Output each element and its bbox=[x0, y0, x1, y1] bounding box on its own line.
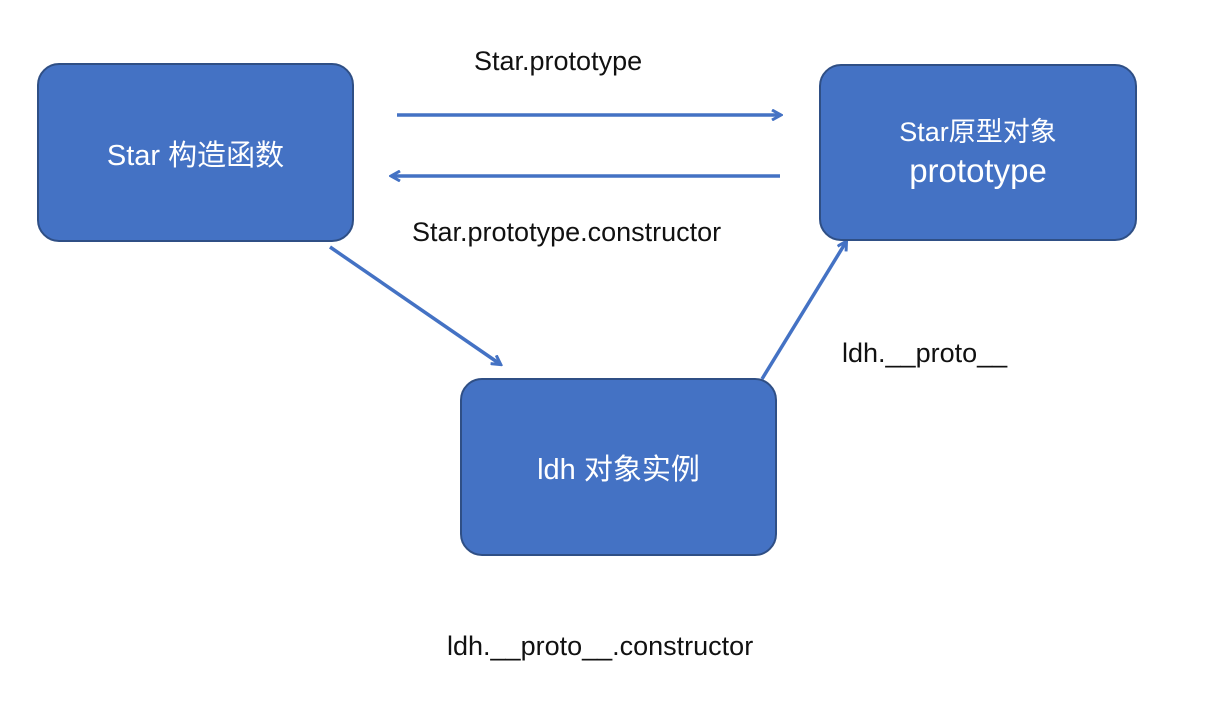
constructor-node: Star 构造函数 bbox=[37, 63, 354, 242]
label-star-prototype: Star.prototype bbox=[474, 46, 643, 76]
prototype-node-title: Star原型对象 bbox=[899, 116, 1057, 147]
instance-node-label: ldh 对象实例 bbox=[537, 454, 700, 486]
prototype-node: Star原型对象 prototype bbox=[819, 64, 1137, 241]
label-ldh-proto: ldh.__proto__ bbox=[842, 338, 1008, 368]
label-ldh-proto-constructor: ldh.__proto__.constructor bbox=[447, 631, 754, 661]
constructor-node-label: Star 构造函数 bbox=[106, 139, 285, 172]
arrow-constructor-to-instance bbox=[329, 245, 500, 364]
instance-node: ldh 对象实例 bbox=[460, 378, 777, 556]
prototype-node-subtitle: prototype bbox=[909, 151, 1047, 189]
arrow-instance-to-prototype bbox=[760, 242, 846, 380]
label-star-prototype-constructor: Star.prototype.constructor bbox=[412, 217, 722, 247]
